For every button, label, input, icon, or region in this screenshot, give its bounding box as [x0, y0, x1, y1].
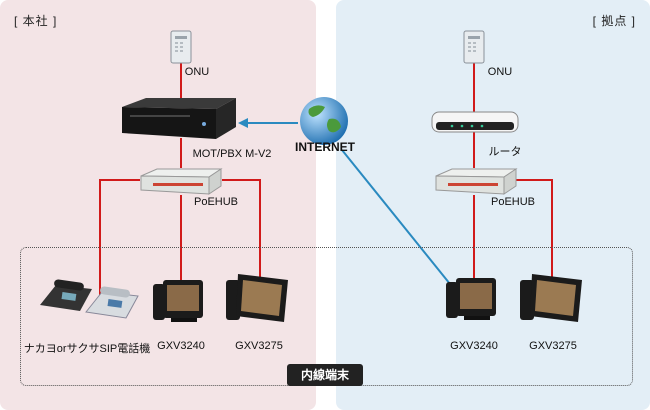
video-phone-icon: [520, 274, 582, 322]
onu-icon: [463, 30, 485, 64]
branch-tag: [ 拠点 ]: [592, 14, 636, 28]
video-phone-icon: [446, 278, 496, 320]
br-hub-label: PoEHUB: [490, 196, 536, 208]
br-onu-label: ONU: [487, 66, 513, 78]
hq-onu-label: ONU: [184, 66, 210, 78]
extensions-badge: 内線端末: [287, 364, 363, 386]
branch-panel: [336, 0, 650, 410]
headquarters-panel: [0, 0, 316, 410]
phone-label: ナカヨorサクサSIP電話機: [23, 343, 151, 355]
hub-icon: [435, 168, 518, 195]
pbx-label: MOT/PBX M-V2: [192, 148, 272, 160]
br-hub-gxv3275-line: [516, 179, 553, 282]
router-icon: [431, 111, 519, 133]
onu-icon: [170, 30, 192, 64]
arrow-head: [238, 118, 248, 128]
video-phone-icon: [153, 280, 203, 322]
hq-hub-gxv3275-line: [222, 179, 261, 282]
hq-hub-label: PoEHUB: [193, 196, 239, 208]
globe-icon: [300, 97, 348, 145]
phone-label: GXV3275: [235, 340, 283, 352]
phone-label: GXV3240: [157, 340, 205, 352]
desk-phone-icon: [85, 286, 139, 319]
router-label: ルータ: [488, 146, 522, 158]
desk-phone-icon: [40, 279, 92, 311]
internet-gxv3240-line: [341, 149, 451, 285]
hq-hub-sip-line: [99, 179, 140, 300]
phone-label: GXV3275: [529, 340, 577, 352]
hq-tag: [ 本社 ]: [14, 14, 58, 28]
internet-label: INTERNET: [295, 140, 355, 154]
hub-icon: [140, 168, 223, 195]
phone-label: GXV3240: [450, 340, 498, 352]
pbx-icon: [122, 98, 236, 139]
video-phone-icon: [226, 274, 288, 322]
